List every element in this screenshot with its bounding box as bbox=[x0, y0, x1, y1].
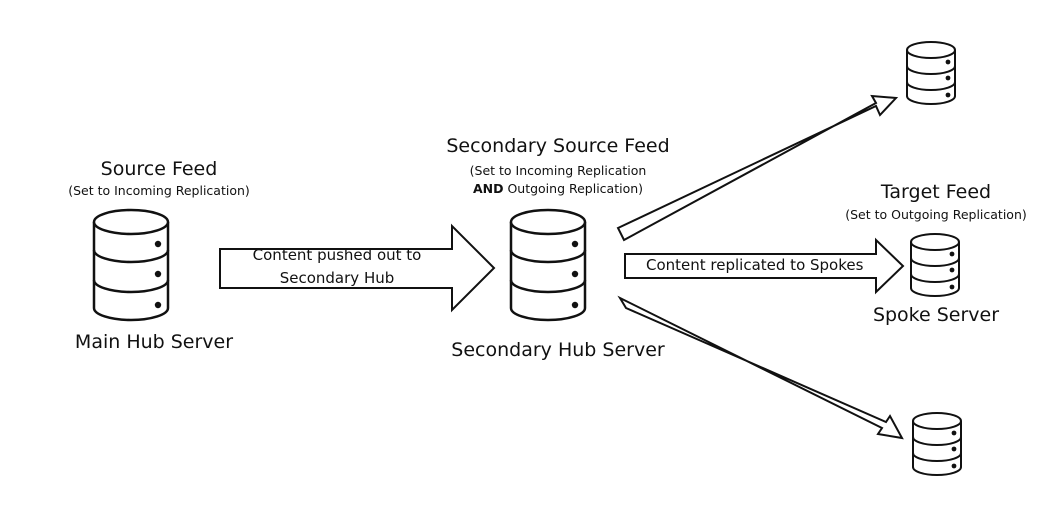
replicate-arrow-upper-shape bbox=[616, 94, 899, 242]
main-hub-database-icon bbox=[92, 208, 170, 322]
replicate-arrow-middle-shape bbox=[624, 237, 905, 295]
target-feed-subtitle: (Set to Outgoing Replication) bbox=[845, 207, 1027, 222]
spoke-database-top-icon bbox=[906, 41, 956, 105]
and-emphasis: AND bbox=[472, 181, 504, 196]
secondary-feed-subtitle-line2: AND Outgoing Replication) bbox=[428, 181, 688, 196]
push-arrow-text-line2: Secondary Hub bbox=[279, 269, 395, 287]
secondary-feed-subtitle-line1: (Set to Incoming Replication bbox=[469, 163, 647, 178]
secondary-feed-subtitle-line2-rest: Outgoing Replication) bbox=[503, 181, 644, 196]
source-feed-subtitle: (Set to Incoming Replication) bbox=[68, 183, 250, 198]
replicate-arrow-text: Content replicated to Spokes bbox=[646, 256, 864, 274]
source-feed-title: Source Feed bbox=[100, 158, 218, 180]
secondary-source-feed-title: Secondary Source Feed bbox=[446, 135, 670, 157]
spoke-database-middle-icon bbox=[910, 233, 960, 297]
target-feed-title: Target Feed bbox=[880, 181, 992, 203]
secondary-hub-server-label: Secondary Hub Server bbox=[451, 339, 665, 361]
main-hub-server-label: Main Hub Server bbox=[74, 331, 234, 353]
spoke-database-bottom-icon bbox=[912, 412, 962, 476]
push-arrow-shape bbox=[219, 223, 496, 313]
secondary-hub-database-icon bbox=[509, 208, 587, 322]
push-arrow-text-line1: Content pushed out to bbox=[252, 246, 422, 264]
spoke-server-label: Spoke Server bbox=[872, 304, 1000, 326]
replicate-arrow-lower-shape bbox=[617, 295, 904, 440]
